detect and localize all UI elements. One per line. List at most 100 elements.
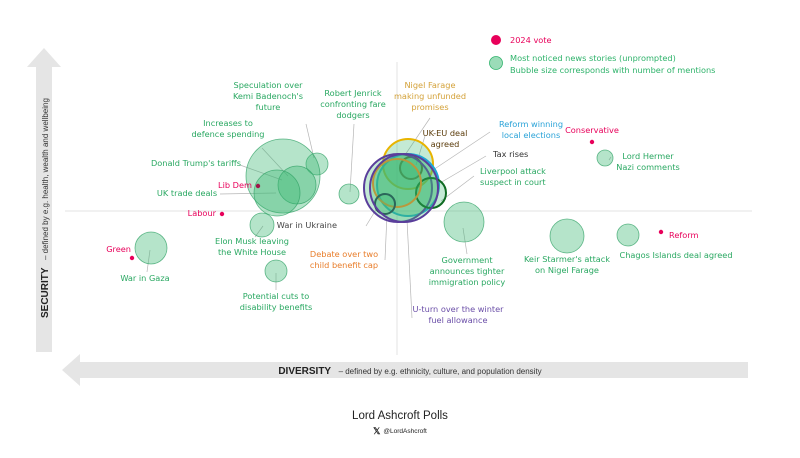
vote-label-reform: Reform <box>669 230 698 240</box>
legend: 2024 vote Most noticed news stories (unp… <box>489 35 715 75</box>
bubble-increases-to-defence-spending <box>245 138 321 214</box>
label-donald-trump-s-tariffs: Donald Trump's tariffs <box>151 158 241 168</box>
bubble-robert-jenrick-confronting-fare-dodgers <box>338 183 360 205</box>
legend-vote-swatch <box>491 35 501 45</box>
label-line: UK trade deals <box>157 188 217 198</box>
diversity-axis-subtitle: – defined by e.g. ethnicity, culture, an… <box>339 367 542 376</box>
label-line: dodgers <box>336 110 369 120</box>
security-axis-label: SECURITY – defined by e.g. health, wealt… <box>35 98 52 318</box>
handle-text[interactable]: @LordAshcroft <box>383 428 427 435</box>
leader-line-government-announces-tighter-immigration-policy <box>462 227 468 255</box>
bubble-chagos-islands-deal-agreed <box>616 223 640 247</box>
label-line: suspect in court <box>480 177 546 187</box>
label-line: Potential cuts to <box>243 291 309 301</box>
source-title: Lord Ashcroft Polls <box>352 410 448 422</box>
bubble-lord-hermer-nazi-comments <box>596 149 614 167</box>
vote-label-labour: Labour <box>188 208 217 218</box>
leader-line-war-in-gaza <box>146 249 151 273</box>
bubble-potential-cuts-to-disability-benefits <box>264 259 288 283</box>
label-line: agreed <box>431 139 460 149</box>
leader-line-reform-winning-local-elections <box>432 131 491 171</box>
bubble-speculation-over-kemi-badenoch-s-future <box>305 152 329 176</box>
security-axis-title: SECURITY <box>40 267 51 318</box>
security-axis-subtitle: – defined by e.g. health, wealth and wel… <box>41 98 50 260</box>
leader-line-debate-over-two-child-benefit-cap <box>384 213 388 261</box>
leader-line-robert-jenrick-confronting-fare-dodgers <box>349 123 355 193</box>
label-line: promises <box>411 102 448 112</box>
legend-bubble-sublabel: Bubble size corresponds with number of m… <box>510 65 715 75</box>
label-line: the White House <box>218 247 286 257</box>
label-line: Debate over two <box>310 249 378 259</box>
label-line: child benefit cap <box>310 260 378 270</box>
leader-lines <box>146 117 612 319</box>
legend-bubble-label: Most noticed news stories (unprompted) <box>510 53 676 63</box>
news-story-bubbles <box>134 138 640 283</box>
label-line: confronting fare <box>320 99 386 109</box>
label-line: Nigel Farage <box>404 80 455 90</box>
label-line: disability benefits <box>240 302 313 312</box>
bubble-elon-musk-leaving-the-white-house <box>249 212 275 238</box>
label-line: Reform winning <box>499 119 563 129</box>
label-line: Speculation over <box>234 80 304 90</box>
label-tax-rises: Tax rises <box>492 149 528 159</box>
legend-bubble-swatch <box>489 56 503 70</box>
label-line: Nazi comments <box>616 162 679 172</box>
bubble-government-announces-tighter-immigration-policy <box>443 201 485 243</box>
diversity-axis-label: DIVERSITY – defined by e.g. ethnicity, c… <box>278 361 541 378</box>
vote-dot-conservative <box>589 139 595 145</box>
leader-line-nigel-farage-making-unfunded-promises <box>404 117 431 156</box>
label-line: Increases to <box>203 118 253 128</box>
x-logo-icon: 𝕏 <box>373 426 381 436</box>
leader-line-tax-rises <box>439 155 487 184</box>
leader-line-uk-trade-deals <box>219 192 277 195</box>
label-line: Robert Jenrick <box>324 88 382 98</box>
label-line: Chagos Islands deal agreed <box>619 250 732 260</box>
leader-line-lord-hermer-nazi-comments <box>608 156 612 161</box>
bubble-u-turn-over-the-winter-fuel-allowance <box>369 153 439 223</box>
vote-label-green: Green <box>106 244 131 254</box>
label-line: Government <box>441 255 493 265</box>
label-line: Kemi Badenoch's <box>233 91 303 101</box>
vote-dot-lib-dem <box>255 183 261 189</box>
security-axis-arrow <box>27 48 61 352</box>
leader-line-u-turn-over-the-winter-fuel-allowance <box>406 219 413 319</box>
vote-dot-labour <box>219 211 225 217</box>
label-line: making unfunded <box>394 91 466 101</box>
label-war-in-gaza: War in Gaza <box>120 273 169 283</box>
diversity-axis-title: DIVERSITY <box>278 366 331 377</box>
label-line: fuel allowance <box>428 315 487 325</box>
label-line: immigration policy <box>429 277 506 287</box>
label-chagos-islands-deal-agreed: Chagos Islands deal agreed <box>619 250 732 260</box>
vote-label-conservative: Conservative <box>565 125 619 135</box>
diversity-axis-arrow <box>62 354 748 386</box>
label-line: Tax rises <box>492 149 528 159</box>
label-line: UK-EU deal <box>423 128 468 138</box>
leader-line-speculation-over-kemi-badenoch-s-future <box>305 123 315 159</box>
label-line: announces tighter <box>430 266 505 276</box>
label-line: U-turn over the winter <box>412 304 504 314</box>
vote-dot-green <box>129 255 135 261</box>
label-line: Lord Hermer <box>622 151 674 161</box>
label-line: local elections <box>502 130 560 140</box>
vote-dot-reform <box>658 229 664 235</box>
leader-line-war-in-ukraine <box>365 207 378 227</box>
label-line: defence spending <box>191 129 264 139</box>
label-war-in-ukraine: War in Ukraine <box>277 220 337 230</box>
bubble-keir-starmer-s-attack-on-nigel-farage <box>549 218 585 254</box>
label-line: War in Ukraine <box>277 220 337 230</box>
bubble-uk-trade-deals <box>253 169 301 217</box>
legend-vote-label: 2024 vote <box>510 35 552 45</box>
